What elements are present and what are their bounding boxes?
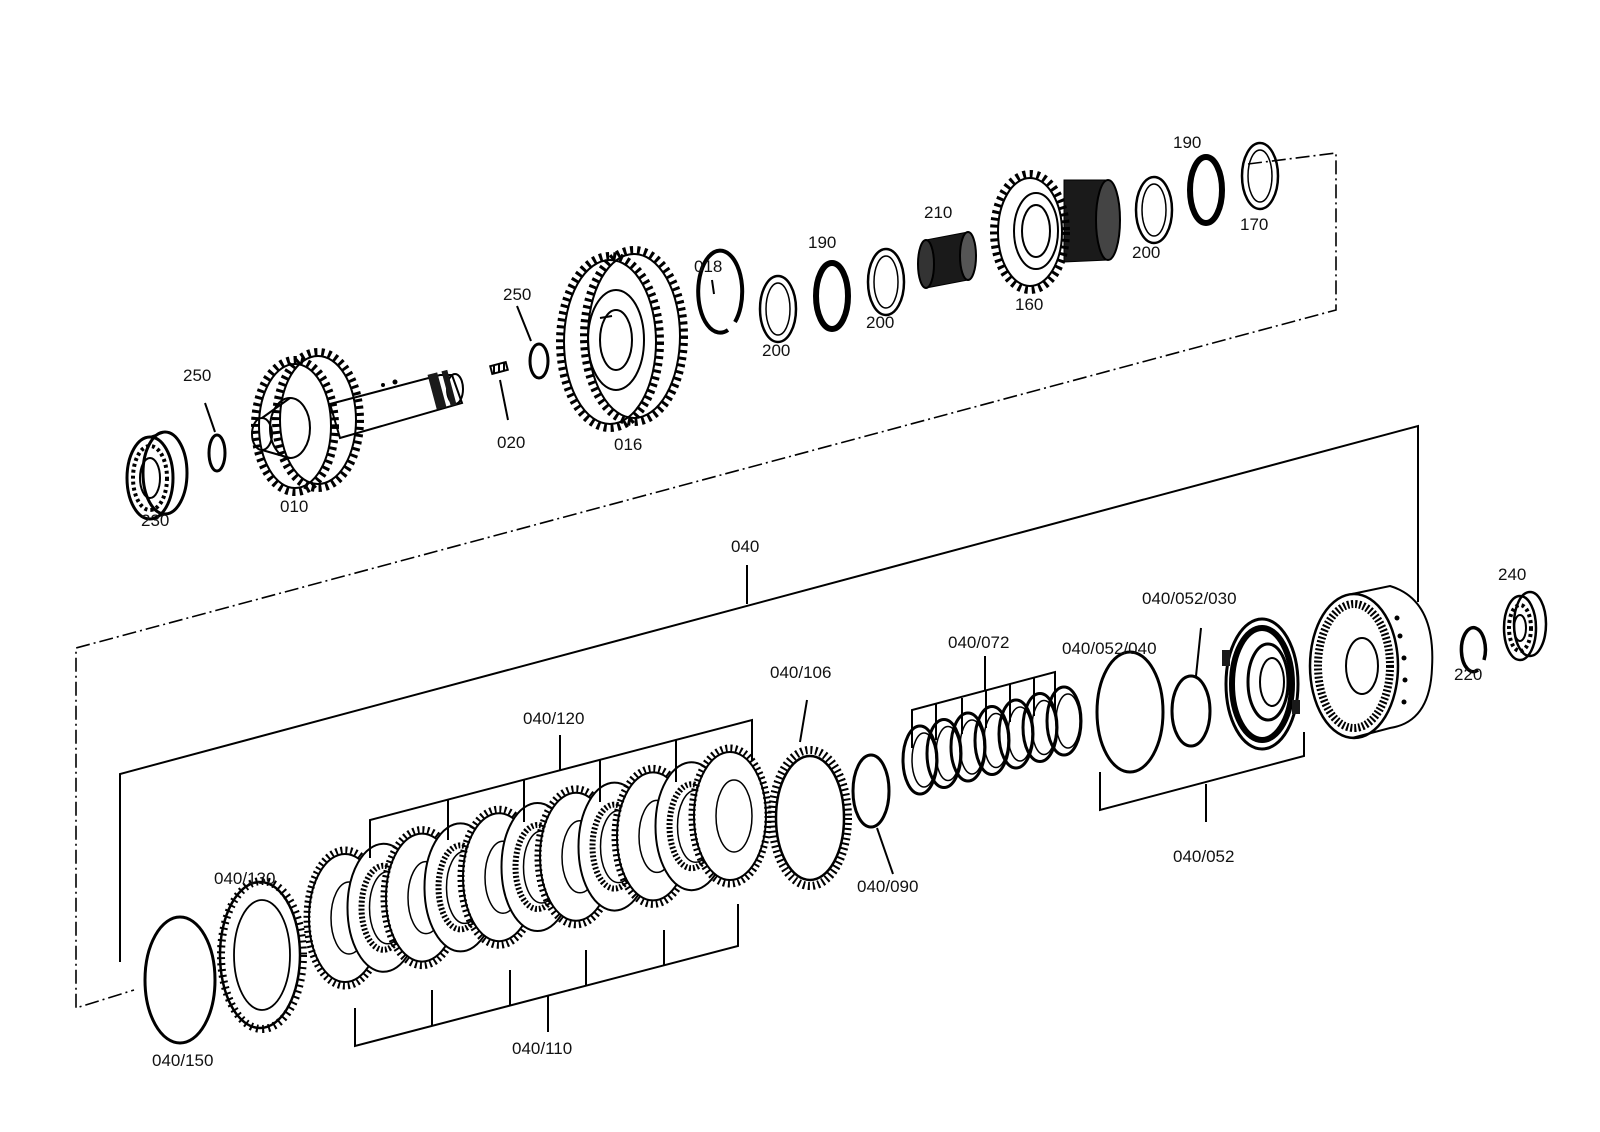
label-016: 016 [614,435,642,454]
part-040-052-piston [1222,617,1300,751]
label-250-left: 250 [183,366,211,385]
part-220-snap-ring [1459,625,1488,674]
part-040-106-outer-plate [768,699,852,890]
part-200-washer-c [1134,175,1174,245]
label-160: 160 [1015,295,1043,314]
label-018: 018 [694,257,722,276]
part-010-shaft [251,348,464,496]
label-040: 040 [731,537,759,556]
part-040-072-spring-set [901,685,1083,796]
label-010: 010 [280,497,308,516]
part-016-large-gear [556,246,688,432]
spring-ring [925,718,963,789]
part-250-snap-ring-right [516,305,550,380]
clutch-plate-pack [303,744,772,990]
part-040-150-o-ring [143,915,217,1045]
label-040-052-030: 040/052/030 [1142,589,1237,608]
callout-labels: 230 250 010 020 250 016 018 200 190 200 … [141,133,1526,1070]
label-200-b: 200 [866,313,894,332]
spring-ring [1021,692,1059,763]
label-230: 230 [141,511,169,530]
bracket-040-120 [369,718,753,858]
part-190-thrust-washer-b [1187,154,1225,226]
label-040-130: 040/130 [214,869,275,888]
spring-ring [1045,685,1083,757]
part-020-pin [489,360,509,421]
bracket-040 [119,424,1419,962]
part-240-bearing [1502,590,1548,662]
part-170-washer [1240,141,1280,211]
label-220: 220 [1454,665,1482,684]
label-040-106: 040/106 [770,663,831,682]
bracket-040-052 [1099,732,1305,822]
bracket-040-072 [911,656,1056,748]
label-190-a: 190 [808,233,836,252]
part-210-needle-bearing [917,231,977,289]
label-240: 240 [1498,565,1526,584]
spring-ring [901,724,939,796]
label-190-b: 190 [1173,133,1201,152]
part-040-090-ring [851,753,894,875]
part-190-thrust-washer-a [813,260,851,332]
label-200-a: 200 [762,341,790,360]
label-250-right: 250 [503,285,531,304]
part-018-snap-ring [696,248,745,335]
part-200-washer-a [758,274,798,344]
label-040-150: 040/150 [152,1051,213,1070]
label-210: 210 [924,203,952,222]
part-160-double-gear [990,170,1121,294]
spring-ring [949,711,987,783]
part-250-snap-ring-left [204,402,227,473]
part-040-052-040-seal-ring [1095,650,1165,774]
part-040-130-end-plate [217,877,307,1033]
spring-ring [973,705,1011,776]
spring-ring [997,698,1035,770]
label-020: 020 [497,433,525,452]
label-170: 170 [1240,215,1268,234]
label-040-072: 040/072 [948,633,1009,652]
label-040-090: 040/090 [857,877,918,896]
clutch-drum [1308,584,1434,740]
clutch-disc-outer-teeth [688,744,772,888]
part-040-052-030-seal-ring [1170,627,1212,748]
label-040-120: 040/120 [523,709,584,728]
label-040-110: 040/110 [512,1039,572,1058]
part-230-bearing [125,430,189,521]
bracket-040-110 [354,904,739,1048]
assembly-boundary-line [75,152,1337,1010]
label-200-c: 200 [1132,243,1160,262]
part-200-washer-b [866,247,906,317]
label-040-052: 040/052 [1173,847,1234,866]
spring-ring-inner [1055,693,1081,749]
label-040-052-040: 040/052/040 [1062,639,1157,658]
